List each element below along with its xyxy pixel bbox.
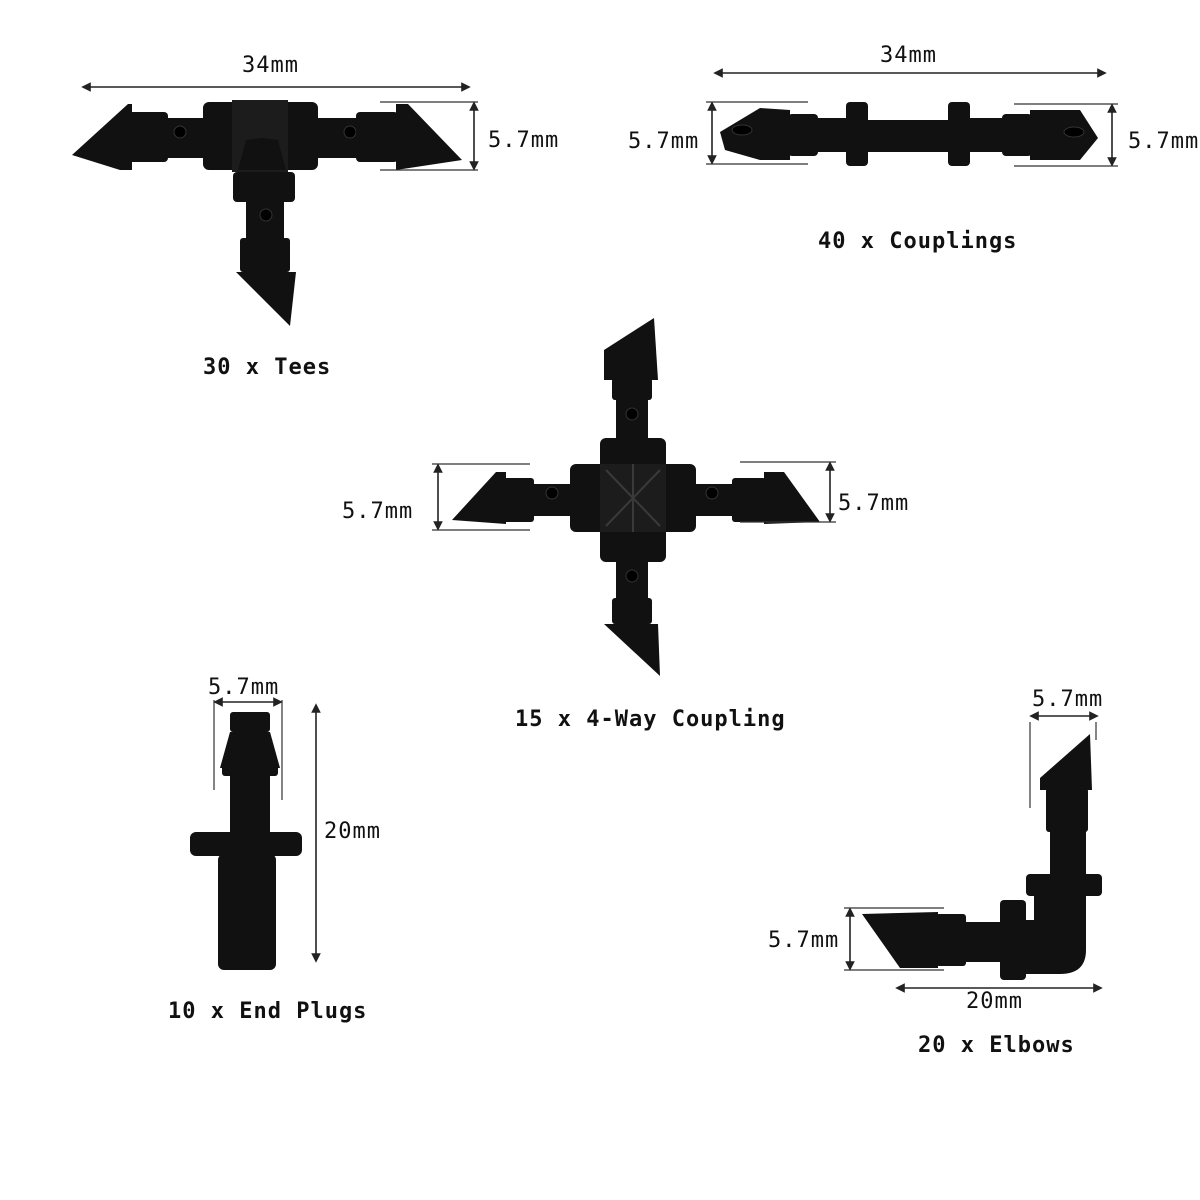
fourway-fitting — [452, 318, 820, 676]
elbow-left-label: 5.7mm — [768, 928, 839, 953]
endplug-height-label: 20mm — [324, 819, 381, 844]
elbow-top-label: 5.7mm — [1032, 687, 1103, 712]
coupling-left-label: 5.7mm — [628, 129, 699, 154]
coupling-length-label: 34mm — [880, 43, 937, 68]
tee-height-label: 5.7mm — [488, 128, 559, 153]
elbows-caption: 20 x Elbows — [918, 1033, 1075, 1058]
tees-caption: 30 x Tees — [203, 355, 331, 380]
end-plug-fitting — [190, 712, 302, 970]
couplings-caption: 40 x Couplings — [818, 229, 1017, 254]
endplugs-caption: 10 x End Plugs — [168, 999, 367, 1024]
tee-length-label: 34mm — [242, 53, 299, 78]
coupling-right-label: 5.7mm — [1128, 129, 1199, 154]
endplug-width-label: 5.7mm — [208, 675, 279, 700]
fourway-caption: 15 x 4-Way Coupling — [515, 707, 786, 732]
fourway-right-label: 5.7mm — [838, 491, 909, 516]
elbow-fitting — [862, 734, 1102, 980]
tee-fitting — [72, 100, 462, 326]
coupling-fitting — [720, 102, 1098, 166]
elbow-length-label: 20mm — [966, 989, 1023, 1014]
fourway-left-label: 5.7mm — [342, 499, 413, 524]
